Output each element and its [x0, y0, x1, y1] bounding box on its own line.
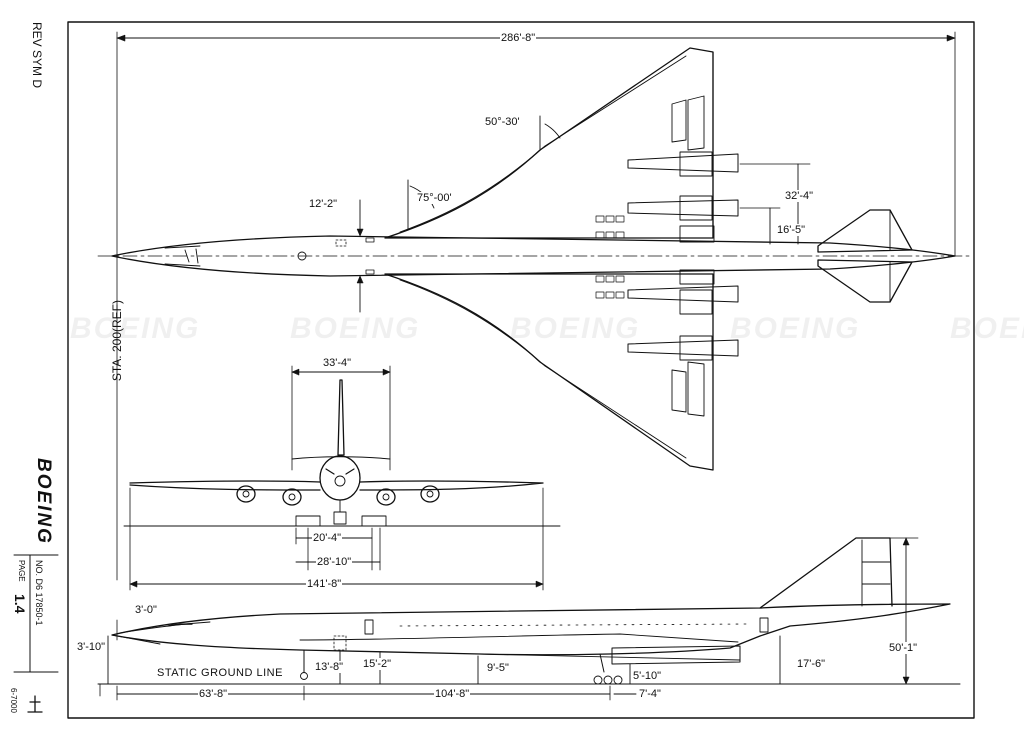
- drawing-frame: [67, 21, 975, 719]
- station-label: STA. 200(REF): [110, 300, 124, 382]
- watermark-5: BOEING: [950, 312, 1024, 345]
- boeing-logo: BOEING: [33, 458, 54, 545]
- watermark-4: BOEING: [730, 312, 861, 345]
- revision-label: REV SYM D: [30, 22, 44, 89]
- nose-to-gear-label: 63'-8": [198, 688, 229, 700]
- nacelle-outer-label: 32'-4": [784, 190, 815, 202]
- tail-height-aft-label: 17'-6": [796, 658, 827, 670]
- sweep-inner-label: 75°-00': [416, 192, 453, 204]
- tail-span-label: 33'-4": [322, 357, 353, 369]
- aircraft-symbol: [27, 695, 43, 713]
- gear-track-inner-label: 20'-4": [312, 532, 343, 544]
- wing-upper: [384, 47, 714, 239]
- form-number: 6-7000: [9, 688, 18, 713]
- bogie-length-label: 7'-4": [638, 688, 662, 700]
- ground-line-label: STATIC GROUND LINE: [156, 667, 284, 679]
- sweep-outer-label: 50°-30': [484, 116, 521, 128]
- nose-droop-label: 3'-0": [134, 604, 158, 616]
- watermark-3: BOEING: [510, 312, 641, 345]
- nacelle-clearance-label: 5'-10": [632, 670, 663, 682]
- front-view: [123, 365, 561, 591]
- body-station-label: 12'-2": [308, 198, 339, 210]
- watermark-2: BOEING: [290, 312, 421, 345]
- fuselage-front: [319, 455, 361, 501]
- top-view: [97, 31, 971, 471]
- fuselage-side: [111, 603, 951, 656]
- nacelle-inner-label: 16'-5": [776, 224, 807, 236]
- wheelbase-label: 104'-8": [434, 688, 471, 700]
- fuselage-height-label: 15'-2": [362, 658, 393, 670]
- vertical-fin: [759, 537, 893, 609]
- wing-span-label: 141'-8": [306, 578, 343, 590]
- overall-height-label: 50'-1": [888, 642, 919, 654]
- page-label: PAGE: [17, 560, 26, 582]
- wing-front: [129, 480, 544, 491]
- doc-number: NO. D6 17850-1: [34, 560, 44, 626]
- wing-lower: [384, 273, 714, 471]
- tail-upper: [817, 209, 913, 253]
- overall-length-label: 286'-8": [500, 32, 537, 44]
- side-view: [97, 537, 961, 701]
- nose-gear-height-label: 13'-8": [314, 661, 345, 673]
- tail-lower: [817, 259, 913, 303]
- nacelle-height-label: 9'-5": [486, 662, 510, 674]
- nose-height-label: 3'-10": [76, 641, 107, 653]
- page-number: 1.4: [12, 594, 28, 614]
- watermark-1: BOEING: [70, 312, 201, 345]
- gear-track-outer-label: 28'-10": [316, 556, 353, 568]
